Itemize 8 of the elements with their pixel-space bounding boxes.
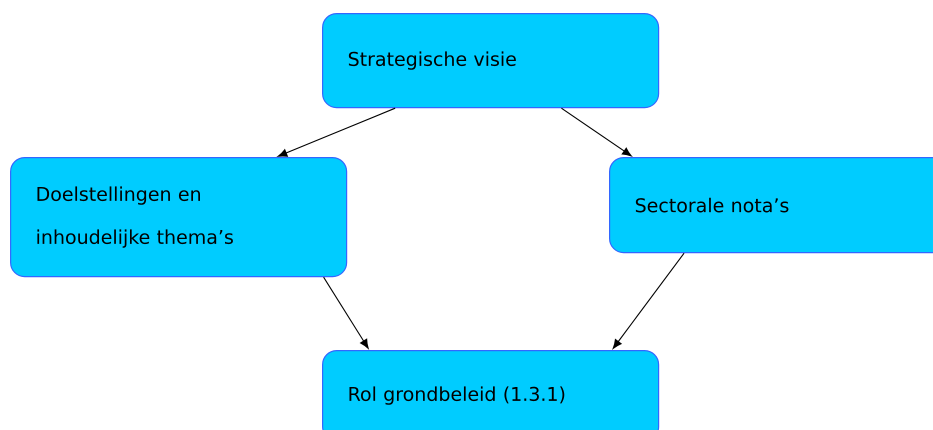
arrow bbox=[278, 108, 396, 157]
process-box: Doelstellingen en inhoudelijke thema’s bbox=[10, 157, 348, 278]
process-box: Rol grondbeleid (1.3.1) bbox=[322, 350, 660, 430]
arrow bbox=[561, 108, 632, 156]
process-box: Sectorale nota’s bbox=[609, 157, 933, 254]
arrow bbox=[323, 276, 369, 349]
arrow bbox=[612, 252, 684, 349]
process-box: Strategische visie bbox=[322, 13, 660, 108]
